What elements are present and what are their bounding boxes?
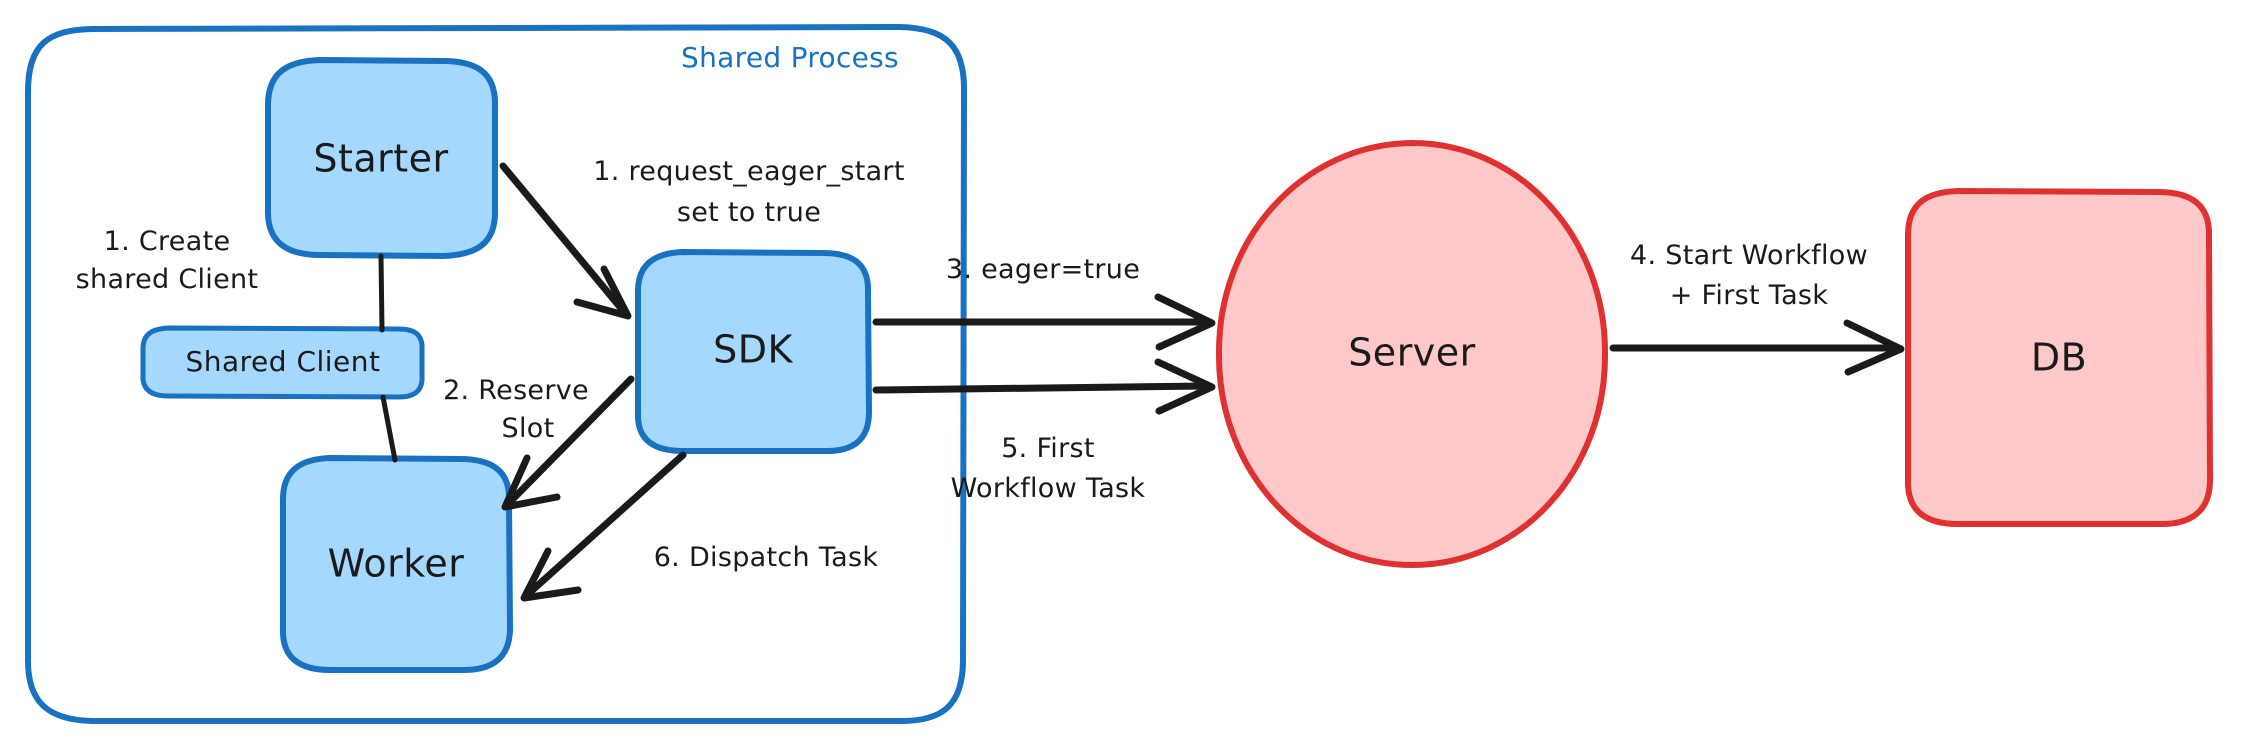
arrow-sdk-to-worker-reserve — [504, 375, 635, 508]
edge-label-dispatch-task: 6. Dispatch Task — [654, 542, 879, 573]
node-db-label: DB — [2031, 336, 2087, 380]
arrow-sdk-to-server-first-task-head — [1154, 358, 1216, 415]
arrow-sdk-to-worker-reserve-head — [501, 454, 561, 511]
arrow-sdk-to-server-first-task — [872, 382, 1212, 394]
edge-label-request-eager-start-line1: 1. request_eager_start — [593, 156, 904, 187]
node-shared-client-label: Shared Client — [185, 345, 380, 378]
node-worker-shape[interactable] — [279, 455, 513, 674]
node-sdk-shape[interactable] — [634, 249, 872, 455]
arrow-sdk-to-server-eager-head — [1154, 293, 1216, 351]
edge-label-first-workflow-task-line1: 5. First — [1001, 433, 1095, 464]
node-worker-label: Worker — [328, 542, 465, 586]
node-starter-label: Starter — [313, 137, 448, 181]
shared-process-label: Shared Process — [681, 41, 899, 74]
edge-label-eager-true: 3. eager=true — [946, 254, 1140, 285]
connector-shared-client-worker — [380, 394, 398, 463]
arrow-sdk-to-worker-dispatch-head — [520, 547, 582, 602]
edge-label-start-workflow-line2: + First Task — [1670, 280, 1829, 311]
edge-label-reserve-slot-line2: Slot — [502, 413, 555, 444]
edge-label-create-shared-client-line2: shared Client — [76, 264, 259, 295]
node-starter-shape[interactable] — [264, 57, 499, 259]
edge-label-start-workflow-line1: 4. Start Workflow — [1630, 240, 1868, 271]
edge-label-request-eager-start-line2: set to true — [677, 197, 821, 228]
node-sdk-label: SDK — [713, 328, 793, 372]
arrow-sdk-to-worker-dispatch — [523, 451, 687, 599]
node-server-label: Server — [1348, 331, 1476, 375]
node-db-shape[interactable] — [1904, 188, 2213, 528]
arrow-server-to-db-head — [1843, 319, 1905, 376]
connector-starter-shared-client — [378, 253, 385, 333]
edge-label-create-shared-client-line1: 1. Create — [104, 226, 231, 257]
node-server-shape[interactable] — [1215, 140, 1609, 568]
node-shared-client-shape[interactable] — [140, 325, 425, 400]
shared-process-container — [24, 24, 968, 725]
edge-label-first-workflow-task-line2: Workflow Task — [951, 473, 1146, 504]
arrow-starter-to-sdk-head — [573, 265, 632, 320]
edge-label-reserve-slot-line1: 2. Reserve — [443, 375, 589, 406]
arrow-starter-to-sdk — [499, 162, 629, 317]
